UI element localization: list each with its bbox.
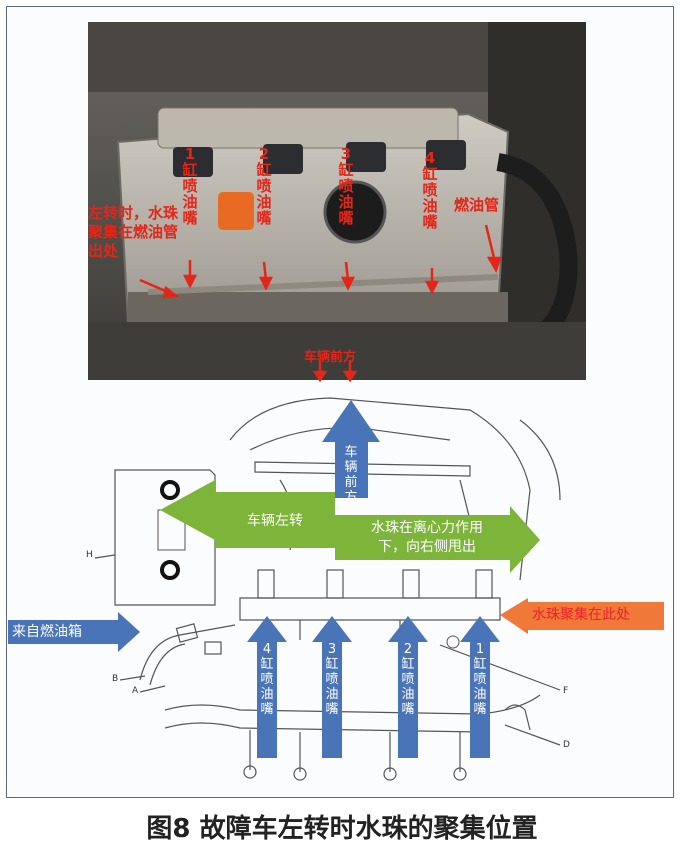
- fuel-rail-drawing: [8, 397, 664, 781]
- fuel-rail-diagram: 车辆前方 车辆左转 水珠在离心力作用 下，向右侧甩出 水珠聚集在此处 来自燃油箱…: [0, 380, 684, 800]
- centrifugal-line1: 水珠在离心力作用: [371, 520, 483, 536]
- figure-caption: 图8 故障车左转时水珠的聚集位置: [146, 814, 538, 844]
- photo-front-label: 车辆前方: [304, 350, 357, 365]
- orange-gather-arrow: [500, 598, 664, 634]
- photo-fuel-pipe-label: 燃油管: [454, 196, 500, 214]
- letter-b: B: [112, 674, 119, 684]
- photo-cyl1-label: 1缸喷油嘴: [182, 145, 198, 227]
- left-turn-label: 车辆左转: [247, 513, 303, 529]
- photo-left-turn-note: 左转时，水珠聚集在燃油管出处: [88, 204, 179, 260]
- letter-d: D: [563, 740, 570, 750]
- inj4-label: 4缸喷油嘴: [260, 642, 274, 717]
- photo-cyl4-label: 4缸喷油嘴: [422, 149, 438, 231]
- front-arrow: [322, 400, 380, 498]
- photo-cyl2-label: 2缸喷油嘴: [256, 145, 272, 227]
- engine-photo: [88, 22, 586, 380]
- inj2-label: 2缸喷油嘴: [401, 642, 415, 717]
- centrifugal-line2: 下，向右侧甩出: [378, 539, 476, 555]
- photo-red-arrows: [139, 224, 502, 383]
- inj1-label: 1缸喷油嘴: [473, 642, 487, 717]
- photo-cyl3-label: 3缸喷油嘴: [338, 145, 354, 227]
- water-gather-label: 水珠聚集在此处: [532, 607, 630, 623]
- green-turn-arrow: [160, 480, 540, 573]
- inj3-label: 3缸喷油嘴: [325, 642, 339, 717]
- letter-h: H: [86, 550, 93, 560]
- letter-a: A: [132, 686, 139, 696]
- engine-photo-graphic: [88, 22, 586, 380]
- from-tank-arrow: [8, 612, 140, 652]
- from-tank-label: 来自燃油箱: [12, 624, 82, 640]
- front-vertical-label: 车辆前方: [344, 445, 358, 505]
- letter-f: F: [563, 686, 569, 696]
